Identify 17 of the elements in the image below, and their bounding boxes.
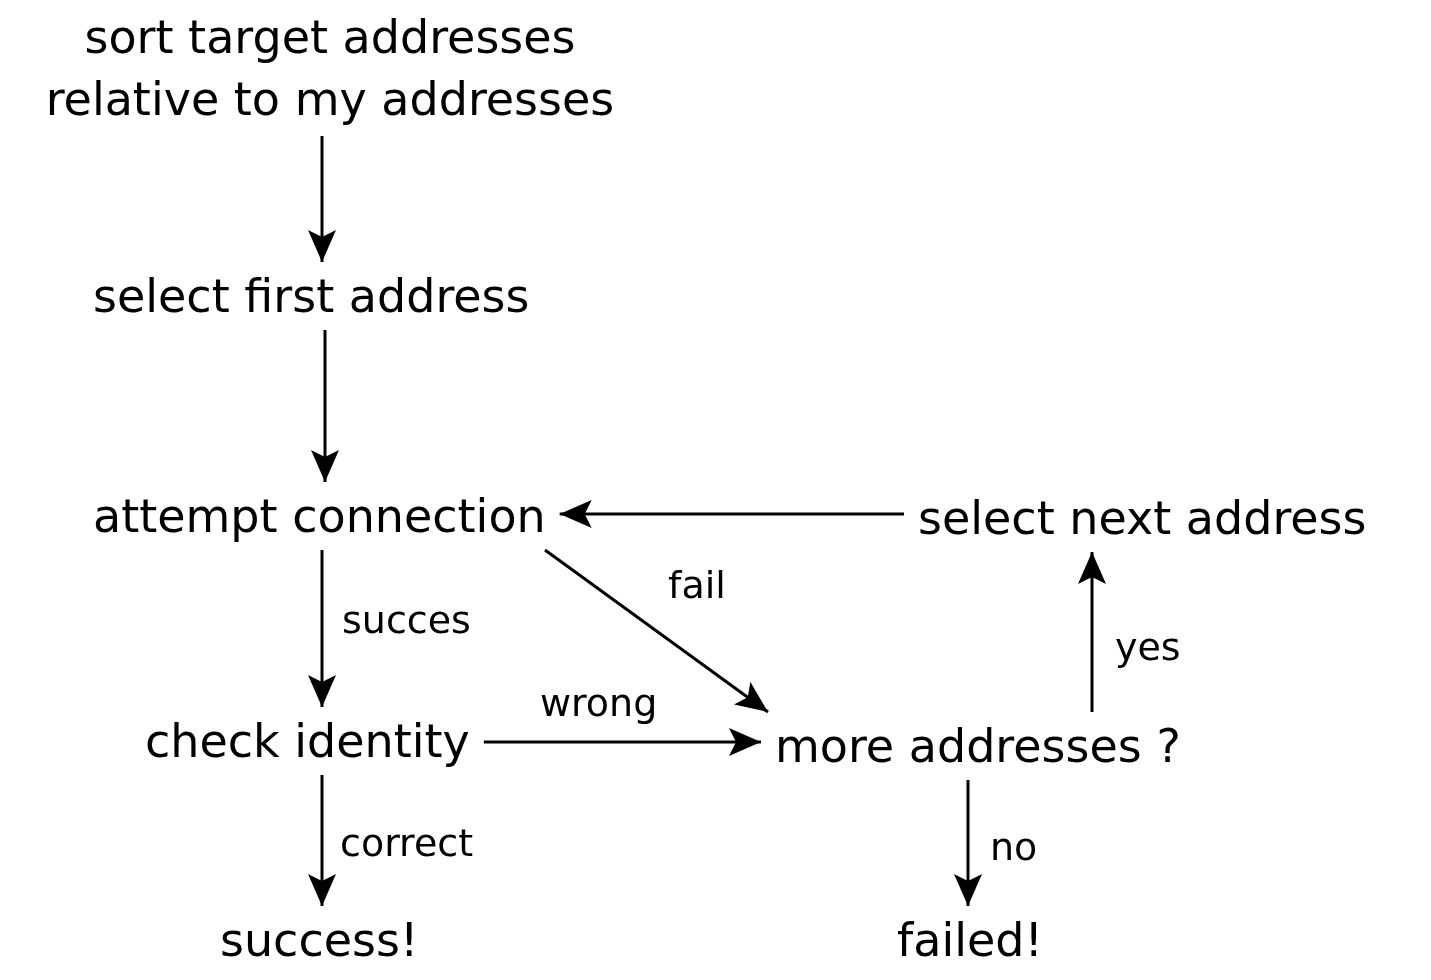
step-text: sort target addresses relative to my addresses: [0, 0, 660, 136]
step-text: check identity: [131, 707, 484, 775]
step-text: select first address: [79, 262, 544, 330]
arrow: [308, 775, 336, 906]
arrow: [308, 550, 336, 707]
arrow: [311, 330, 339, 482]
arrow: [544, 548, 769, 714]
arrow: [559, 500, 904, 528]
arrow: [1078, 552, 1106, 712]
arrow: [954, 780, 982, 906]
step-text: attempt connection: [79, 482, 560, 550]
step-text: more addresses ?: [761, 712, 1195, 780]
arrow: [483, 728, 761, 756]
step-text: select next address: [904, 484, 1381, 552]
arrow: [308, 136, 336, 262]
step-text: failed!: [883, 906, 1057, 974]
step-text: success!: [206, 906, 433, 974]
